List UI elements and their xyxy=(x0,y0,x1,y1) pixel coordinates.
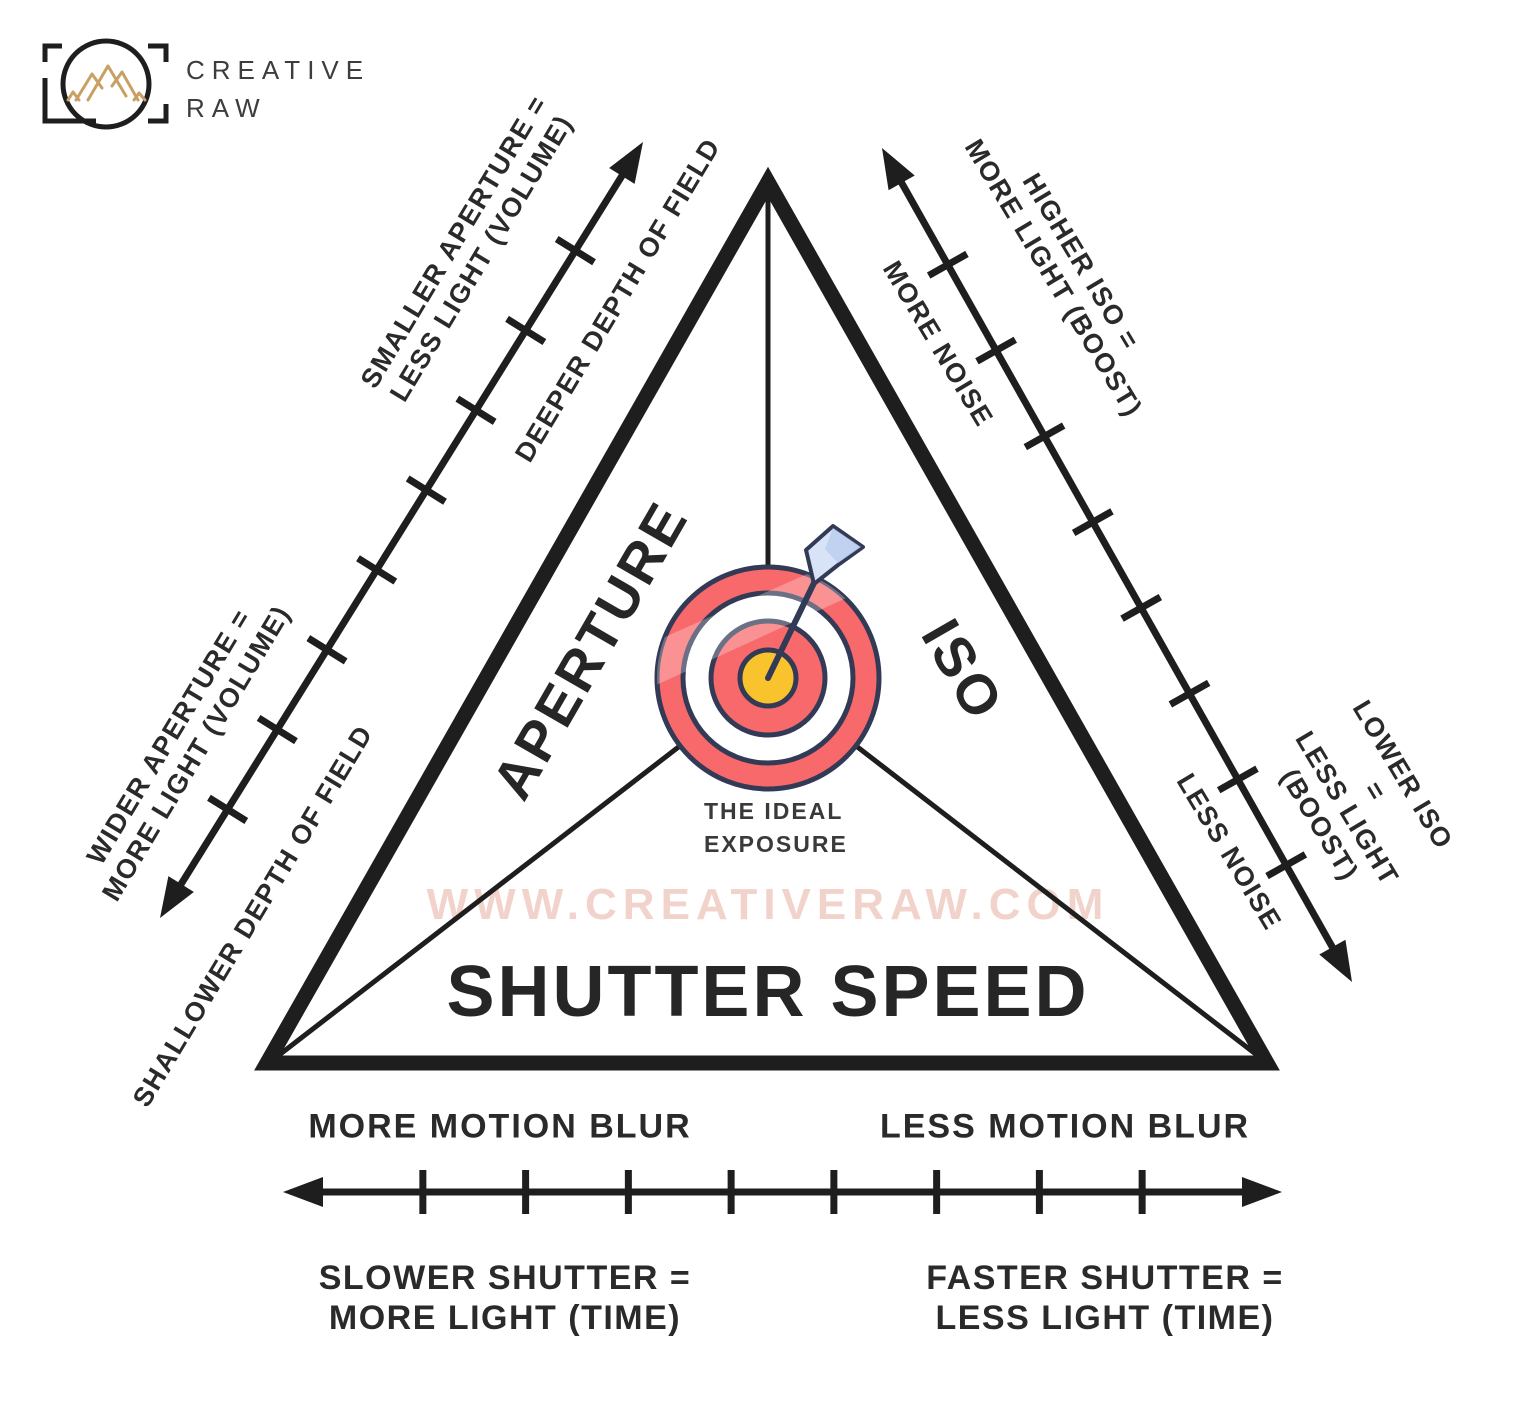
ideal-exposure-label: THE IDEAL EXPOSURE xyxy=(704,798,848,858)
brand-line2: RAW xyxy=(186,92,267,123)
less-motion-blur-label: LESS MOTION BLUR xyxy=(879,1107,1251,1146)
brand-line1: CREATIVE xyxy=(186,55,371,85)
aperture-axis xyxy=(160,142,643,918)
watermark: WWW.CREATIVERAW.COM xyxy=(426,880,1110,929)
shutter-axis xyxy=(283,1170,1282,1214)
target-icon xyxy=(654,524,882,792)
camera-logo-icon xyxy=(42,38,169,130)
brand-wordmark: CREATIVE RAW xyxy=(186,52,370,127)
faster-shutter-label: FASTER SHUTTER = LESS LIGHT (TIME) xyxy=(926,1258,1284,1337)
more-motion-blur-label: MORE MOTION BLUR xyxy=(308,1107,692,1146)
mountains-icon xyxy=(66,64,147,102)
axes xyxy=(160,142,1352,1214)
shutter-speed-side-label: SHUTTER SPEED xyxy=(446,951,1090,1032)
iso-axis xyxy=(882,148,1352,982)
arrow-icon xyxy=(765,524,865,681)
slower-shutter-label: SLOWER SHUTTER = MORE LIGHT (TIME) xyxy=(318,1258,692,1337)
triangle-outline xyxy=(254,166,1280,1071)
